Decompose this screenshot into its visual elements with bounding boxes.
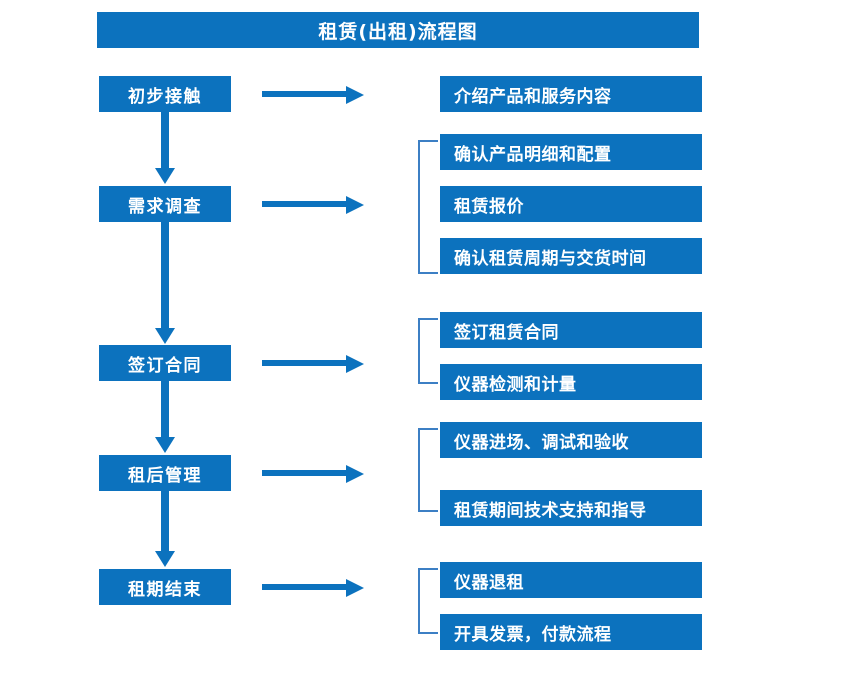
grouping-bracket-2 [416, 140, 442, 274]
detail-label: 仪器检测和计量 [454, 374, 577, 395]
stage-label: 需求调查 [128, 196, 202, 217]
grouping-bracket-3 [416, 318, 442, 384]
detail-label: 租赁报价 [454, 196, 524, 217]
detail-box-2-3[interactable]: 确认租赁周期与交货时间 [440, 238, 702, 274]
detail-box-4-2[interactable]: 租赁期间技术支持和指导 [440, 490, 702, 526]
detail-box-3-2[interactable]: 仪器检测和计量 [440, 364, 702, 400]
stage-box-2[interactable]: 需求调查 [99, 186, 231, 222]
right-arrow-3 [262, 353, 366, 375]
right-arrow-4 [262, 463, 366, 485]
detail-box-5-1[interactable]: 仪器退租 [440, 562, 702, 598]
right-arrow-5 [262, 577, 366, 599]
detail-label: 仪器退租 [454, 572, 524, 593]
detail-label: 开具发票，付款流程 [454, 624, 612, 645]
down-arrow-1 [152, 112, 178, 186]
stage-box-3[interactable]: 签订合同 [99, 345, 231, 381]
stage-label: 租后管理 [128, 465, 202, 486]
detail-label: 介绍产品和服务内容 [454, 86, 612, 107]
detail-box-5-2[interactable]: 开具发票，付款流程 [440, 614, 702, 650]
grouping-bracket-5 [416, 568, 442, 634]
down-arrow-2 [152, 222, 178, 346]
stage-box-4[interactable]: 租后管理 [99, 455, 231, 491]
grouping-bracket-4 [416, 428, 442, 512]
detail-box-2-1[interactable]: 确认产品明细和配置 [440, 134, 702, 170]
stage-box-5[interactable]: 租期结束 [99, 569, 231, 605]
detail-box-1-1[interactable]: 介绍产品和服务内容 [440, 76, 702, 112]
stage-label: 签订合同 [128, 355, 202, 376]
detail-label: 确认租赁周期与交货时间 [454, 248, 647, 269]
down-arrow-4 [152, 491, 178, 569]
detail-box-4-1[interactable]: 仪器进场、调试和验收 [440, 422, 702, 458]
detail-box-3-1[interactable]: 签订租赁合同 [440, 312, 702, 348]
right-arrow-2 [262, 194, 366, 216]
right-arrow-1 [262, 84, 366, 106]
down-arrow-3 [152, 381, 178, 455]
stage-label: 初步接触 [128, 86, 202, 107]
stage-box-1[interactable]: 初步接触 [99, 76, 231, 112]
detail-box-2-2[interactable]: 租赁报价 [440, 186, 702, 222]
page-title: 租赁(出租)流程图 [97, 12, 699, 48]
detail-label: 租赁期间技术支持和指导 [454, 500, 647, 521]
detail-label: 确认产品明细和配置 [454, 144, 612, 165]
detail-label: 签订租赁合同 [454, 322, 559, 343]
detail-label: 仪器进场、调试和验收 [454, 432, 629, 453]
stage-label: 租期结束 [128, 579, 202, 600]
